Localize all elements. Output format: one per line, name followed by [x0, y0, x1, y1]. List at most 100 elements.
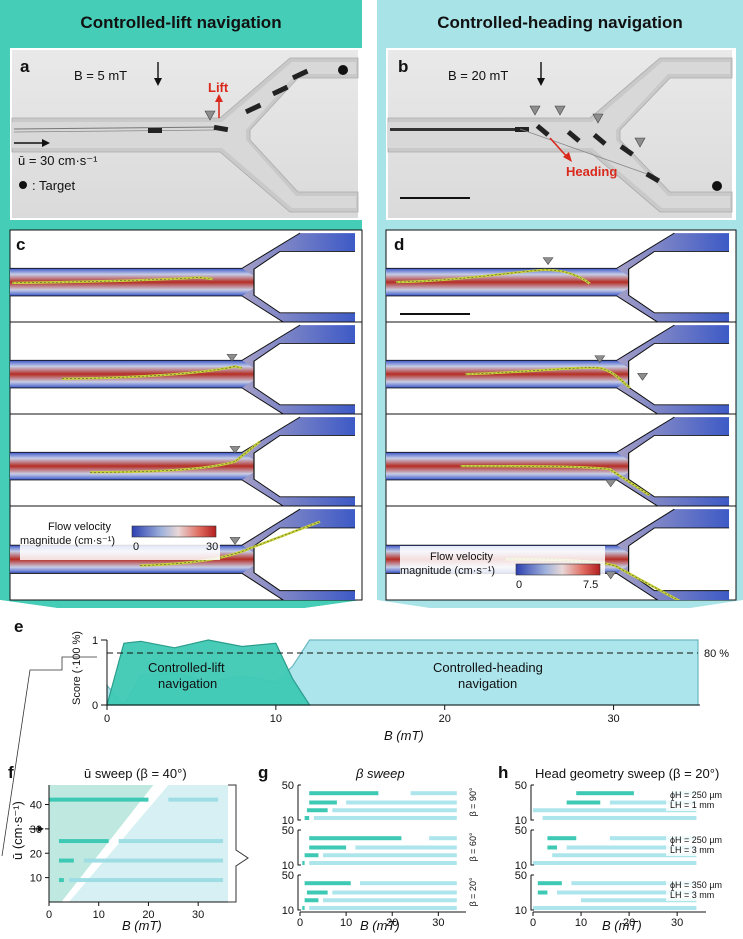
h-plot-ytick-10: 10: [515, 815, 527, 827]
g-xtick: 0: [297, 917, 303, 929]
colorbar-c-title-1: Flow velocity: [48, 521, 111, 533]
header-right: Controlled-heading navigation: [437, 13, 683, 32]
panel-d: d Flow velocity magnitude (cm·s⁻¹) 0 7.5: [385, 229, 737, 601]
g-plot-ytick-50: 50: [282, 870, 294, 882]
g-plot-ytick-10: 10: [282, 905, 294, 917]
area-series-lift: [106, 639, 311, 706]
g-xtick: 20: [386, 917, 398, 929]
g-plot-heading-bar: [410, 791, 457, 796]
e-ytick-1: 1: [92, 635, 98, 647]
h-plot-lift-bar: [547, 836, 577, 841]
h-plot-ytick-10: 10: [515, 860, 527, 872]
panel-label-f: f: [8, 763, 14, 782]
h-xtick: 10: [575, 917, 587, 929]
g-group-label: β = 20°: [468, 877, 478, 906]
g-plot-heading-bar: [309, 906, 457, 910]
h-plot-lift-bar: [576, 791, 634, 796]
lift-label: Lift: [208, 80, 229, 95]
g-plot-lift-bar: [304, 853, 319, 858]
g-plot-heading-bar: [332, 808, 457, 813]
g-plot-lift-bar: [309, 800, 337, 805]
target-label: : Target: [32, 178, 76, 193]
h-group-len: L̃H = 3 mm: [670, 890, 714, 900]
colorbar-d-title-1: Flow velocity: [430, 551, 493, 563]
h-group-phi: ϕH = 250 µm: [670, 835, 722, 845]
g-xlabel: B (mT): [360, 918, 400, 933]
f-heading-bar: [68, 878, 224, 883]
h-plot-ytick-50: 50: [515, 870, 527, 882]
header-left: Controlled-lift navigation: [80, 13, 281, 32]
region-lift-line1: Controlled-lift: [148, 660, 225, 675]
f-xtick: 0: [46, 909, 52, 921]
f-lift-bar: [58, 858, 74, 863]
colorbar-c-max: 30: [206, 541, 218, 553]
f-lift-bar: [58, 839, 109, 844]
field-label-a: B = 5 mT: [74, 68, 127, 83]
h-plot-heading-bar: [557, 890, 697, 895]
h-plot-heading-bar: [552, 853, 697, 858]
h-group-phi: ϕH = 350 µm: [670, 880, 722, 890]
g-xtick: 30: [432, 917, 444, 929]
h-group-len: L̃H = 1 mm: [670, 800, 714, 810]
colorbar-d-min: 0: [516, 579, 522, 591]
f-lift-bar: [49, 797, 149, 802]
e-xlabel: B (mT): [384, 728, 424, 743]
panel-label-g: g: [258, 763, 268, 782]
region-lift-line2: navigation: [158, 676, 217, 691]
panel-a: a B = 5 mT Lift ū = 30 cm·s⁻¹ : Target: [10, 48, 362, 220]
g-plot-heading-bar: [429, 836, 457, 841]
h-plot-heading-bar: [533, 808, 697, 813]
panel-label-e: e: [14, 617, 23, 636]
g-group-label: β = 90°: [468, 787, 478, 816]
h-plot-heading-bar: [581, 898, 697, 903]
f-ytick: 40: [30, 800, 42, 812]
score-areas: [106, 639, 699, 707]
e-ytick-0: 0: [92, 700, 98, 712]
h-plot-heading-bar: [571, 881, 697, 886]
f-xtick: 10: [93, 909, 105, 921]
g-plot-lift-bar: [309, 791, 379, 796]
g-plot-heading-bar: [323, 853, 457, 858]
f-ylabel: ū (cm·s⁻¹): [10, 801, 25, 860]
region-heading-line2: navigation: [458, 676, 517, 691]
g-plot-heading-bar: [332, 890, 457, 895]
colorbar-c-min: 0: [133, 541, 139, 553]
f-xlabel: B (mT): [122, 918, 162, 933]
h-xlabel: B (mT): [602, 918, 642, 933]
f-lift-bar: [58, 878, 64, 883]
f-heading-bar: [118, 839, 224, 844]
f-xtick: 20: [142, 909, 154, 921]
panel-label-c: c: [16, 235, 25, 254]
f-region-lift: [49, 785, 154, 902]
g-plot-heading-bar: [346, 800, 457, 805]
g-plot-ytick-50: 50: [282, 825, 294, 837]
heading-label: Heading: [566, 164, 617, 179]
h-xtick: 0: [530, 917, 536, 929]
f-region-heading: [68, 785, 228, 902]
h-plot-ytick-10: 10: [515, 905, 527, 917]
h-plot-heading-bar: [566, 845, 697, 850]
h-plot-lift-bar: [537, 881, 562, 886]
colorbar-c: [131, 525, 217, 538]
colorbar-d-max: 7.5: [583, 579, 598, 591]
g-plot-heading-bar: [323, 898, 457, 903]
h-xtick: 20: [623, 917, 635, 929]
region-heading-line1: Controlled-heading: [433, 660, 543, 675]
e-xtick-label: 30: [607, 713, 619, 725]
panel-label-d: d: [394, 235, 404, 254]
h-plot-lift-bar: [537, 890, 548, 895]
g-plot-lift-bar: [309, 836, 402, 841]
colorbar-d-title-2: magnitude (cm·s⁻¹): [400, 565, 495, 577]
h-group-phi: ϕH = 250 µm: [670, 790, 722, 800]
e-xtick-label: 10: [270, 713, 282, 725]
h-plot-lift-bar: [547, 845, 558, 850]
h-plot-heading-bar: [609, 800, 697, 805]
panel-label-b: b: [398, 57, 408, 76]
h-group-len: L̃H = 3 mm: [670, 845, 714, 855]
